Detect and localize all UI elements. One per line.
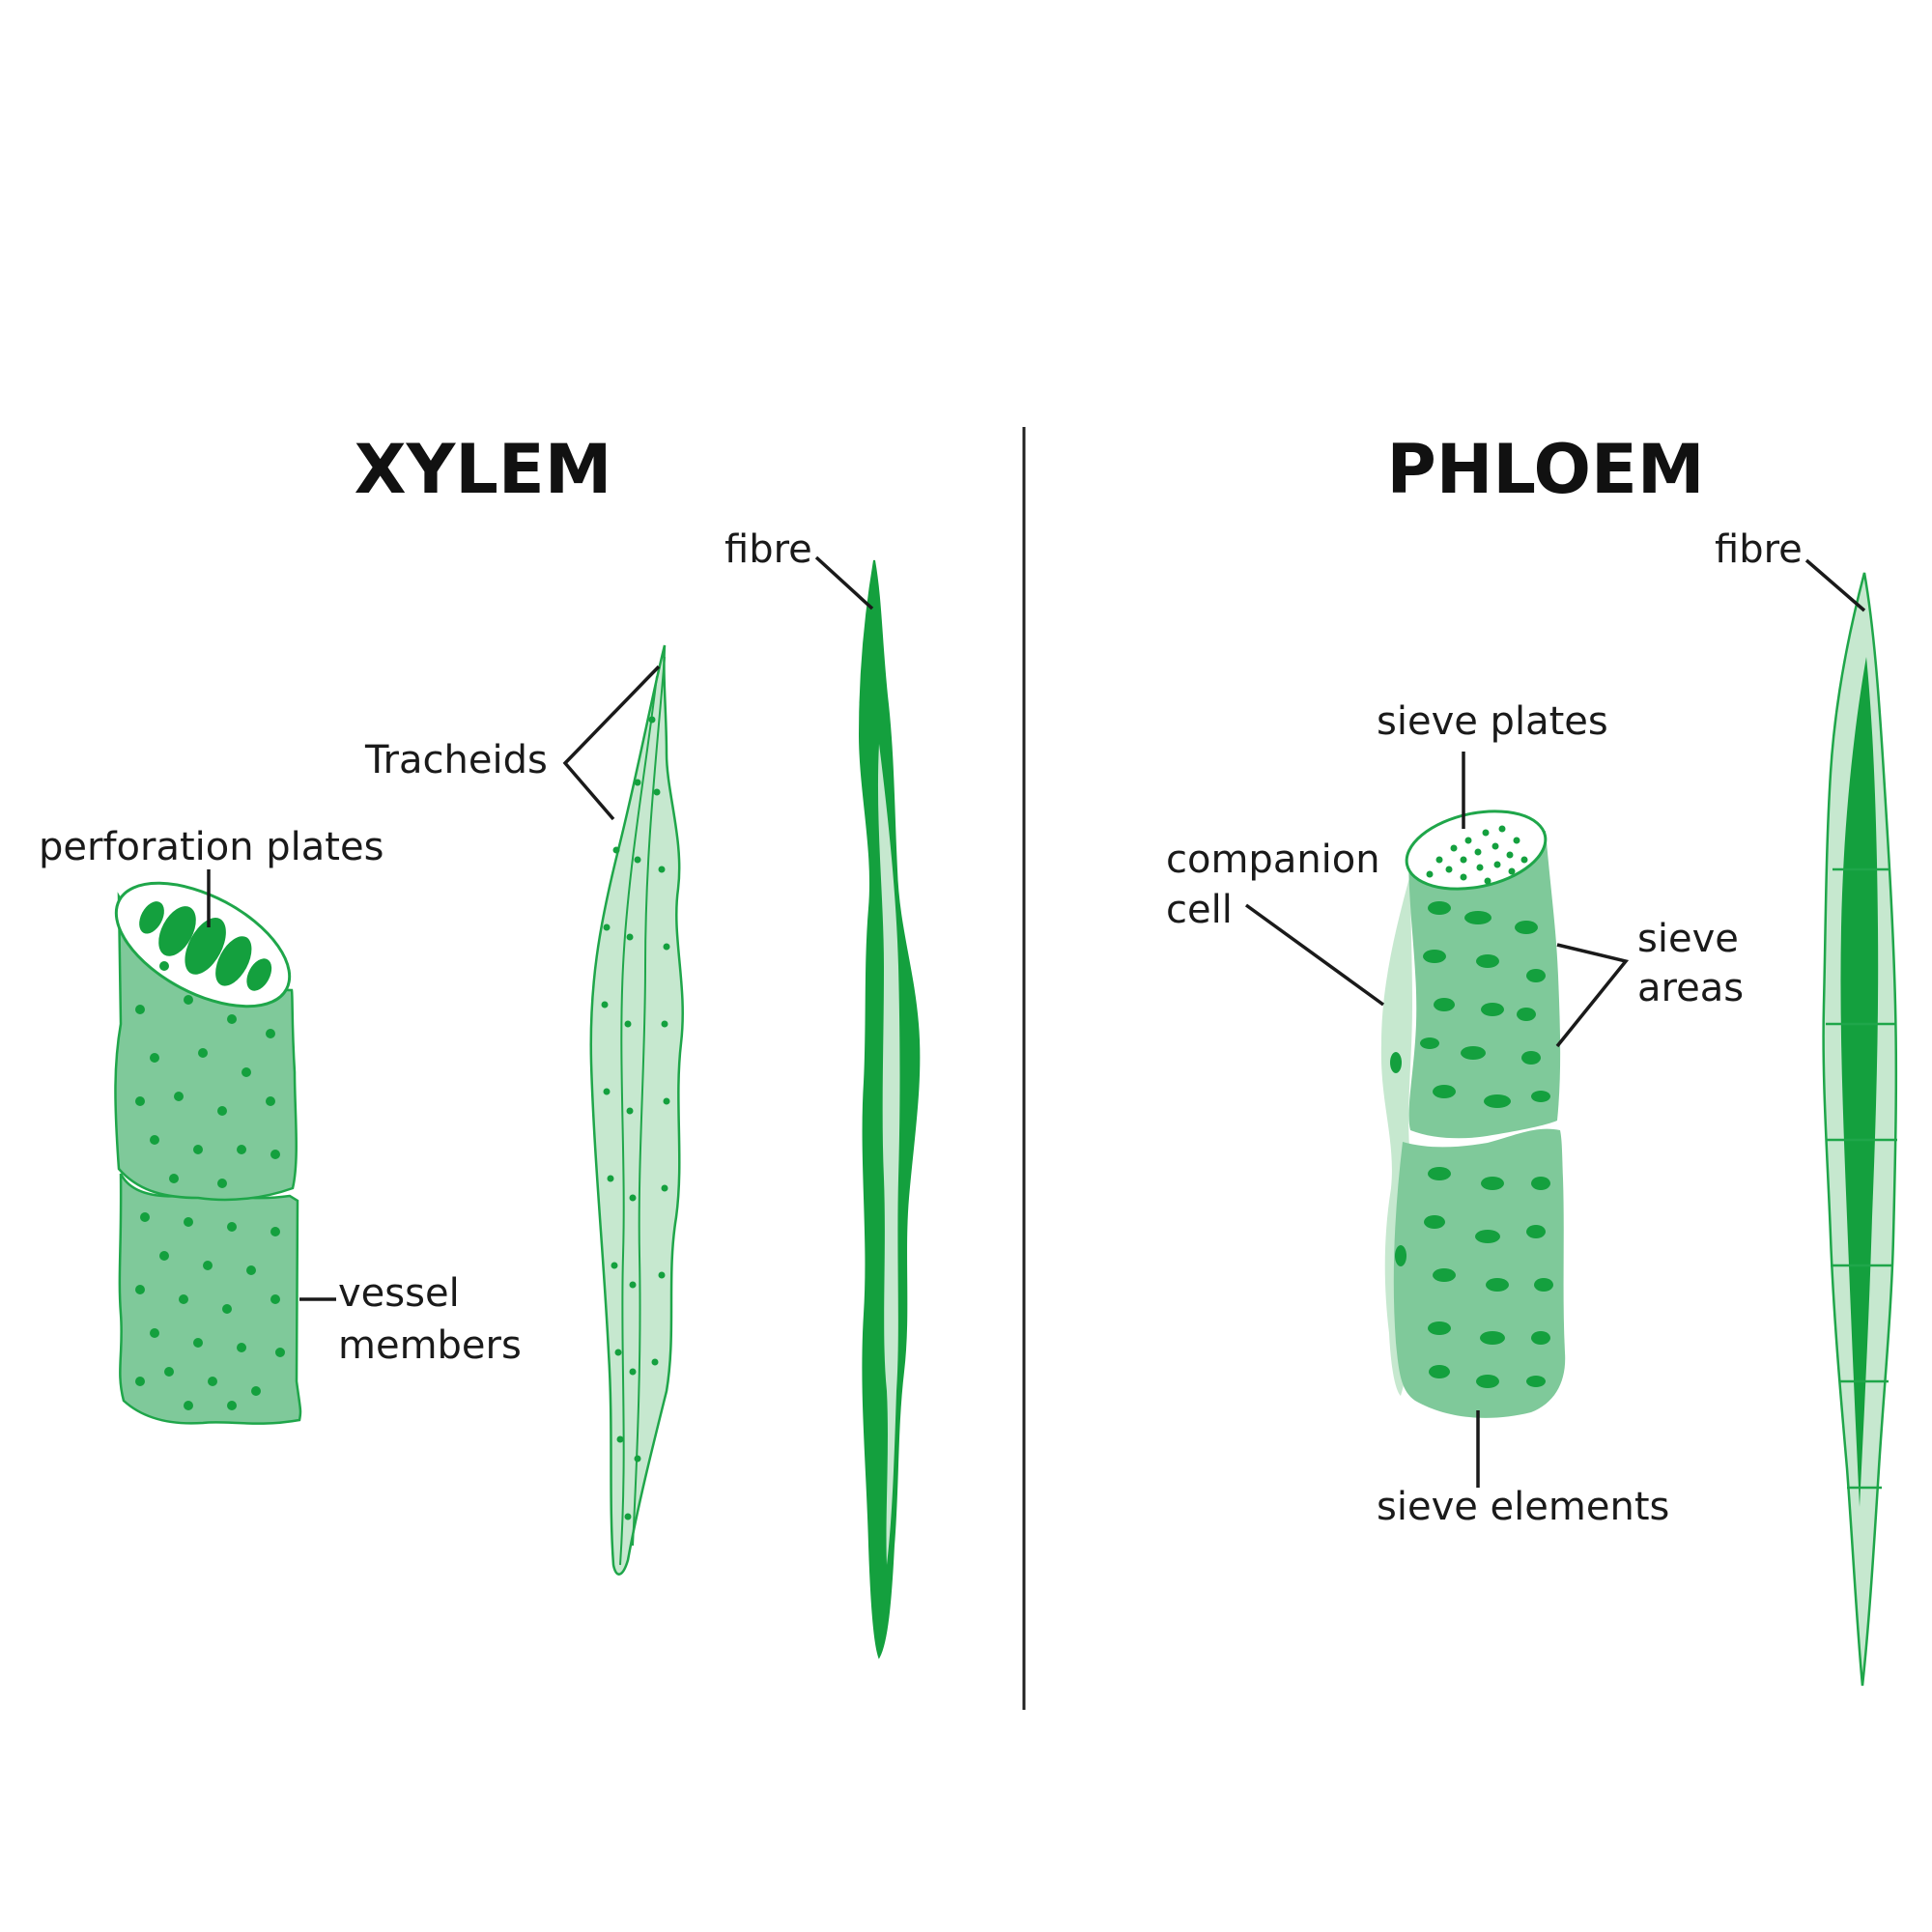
label-perforation-plates: perforation plates [39,825,384,869]
xylem-fibre [858,559,921,1660]
label-sieve-areas-2: areas [1637,966,1744,1010]
xylem-fibre-lumen [877,744,900,1565]
sieve-plate-pores [1426,825,1528,885]
sieve-element-lower [1393,1128,1566,1418]
tracheid-pits [601,716,670,1520]
label-phloem-fibre: fibre [1715,527,1803,572]
phloem-fibre [1822,572,1898,1687]
tracheids [589,644,684,1576]
perforation-plate-slot [215,936,252,986]
perforation-plate-slot [185,918,226,975]
leader-tracheids [562,665,661,821]
label-companion-cell-2: cell [1166,888,1233,932]
vessel-pits [135,961,285,1410]
leader-companion-cell [1244,903,1385,1007]
label-sieve-areas-1: sieve [1637,917,1739,961]
leader-xylem-fibre [814,555,874,611]
sieve-area-spots [1390,901,1553,1388]
leader-phloem-fibre [1804,558,1866,612]
label-vessel-members-1: vessel [338,1271,460,1316]
tracheid-wall-line [632,656,666,1547]
label-xylem-fibre: fibre [724,527,812,572]
sieve-tube [1380,810,1566,1418]
label-sieve-elements: sieve elements [1377,1485,1669,1529]
vessel-members [114,881,302,1425]
label-vessel-members-2: members [338,1323,522,1368]
perforation-plate-slot [139,901,164,934]
label-tracheids: Tracheids [364,738,548,782]
label-sieve-plates: sieve plates [1377,699,1608,744]
leader-sieve-areas [1555,943,1630,1048]
perforation-plate-slot [246,958,272,991]
phloem-fibre-crosswalls [1826,867,1897,1490]
label-companion-cell-1: companion [1166,838,1380,882]
perforation-plate-slot [158,906,196,956]
tracheid-cell [589,644,684,1576]
xylem-title: XYLEM [355,430,612,509]
phloem-title: PHLOEM [1387,430,1705,509]
tracheid-wall-line [619,675,658,1566]
leader-lines [207,555,1866,1488]
